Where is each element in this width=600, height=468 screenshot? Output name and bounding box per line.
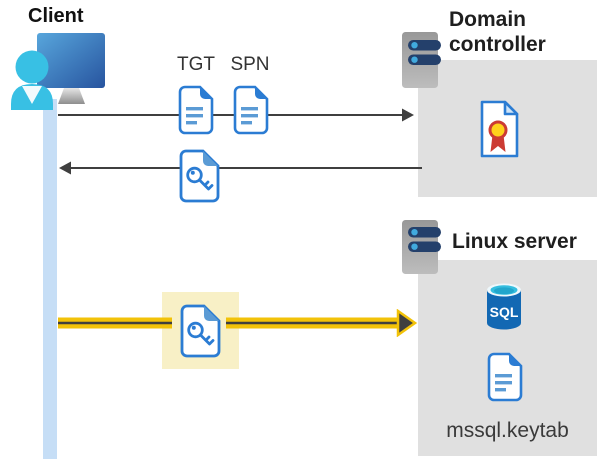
- request-arrow: [58, 108, 414, 122]
- domain-controller-server-icon: [402, 32, 441, 88]
- spn-label: SPN: [230, 54, 270, 75]
- keytab-file-label: mssql.keytab: [446, 419, 569, 442]
- client-lifeline: [43, 99, 57, 459]
- tgt-document-icon: [178, 85, 214, 135]
- client-computer-icon: [11, 33, 105, 110]
- client-label: Client: [28, 5, 84, 27]
- ticket-key-document-icon: [179, 149, 220, 203]
- keytab-key-document-icon: [180, 304, 221, 358]
- domain-controller-label: Domain controller: [449, 8, 546, 56]
- sql-database-icon: SQL: [487, 283, 521, 330]
- kerberos-auth-arrow: [58, 309, 418, 337]
- linux-server-label: Linux server: [452, 230, 577, 253]
- tgt-label: TGT: [177, 54, 215, 75]
- keytab-document-icon: [487, 352, 523, 402]
- sql-logo-text: SQL: [490, 304, 519, 320]
- linux-server-icon: [402, 220, 441, 274]
- spn-document-icon: [233, 85, 269, 135]
- response-arrow: [59, 161, 422, 175]
- certificate-icon: [480, 100, 519, 158]
